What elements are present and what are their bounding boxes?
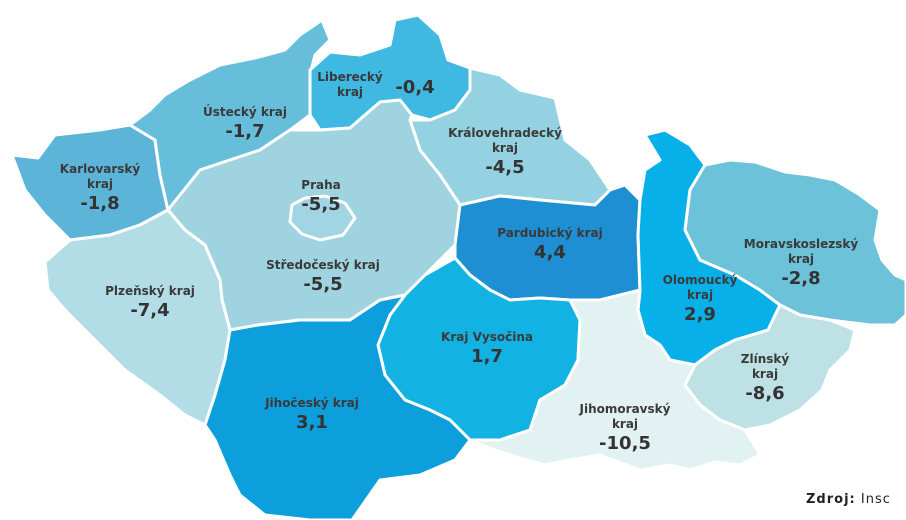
region-name: Ústecký kraj <box>203 105 287 119</box>
region-name: Jihomoravský kraj <box>579 402 671 431</box>
label-kralovehradecky: Královehradecký kraj -4,5 <box>448 126 562 180</box>
region-moravskoslezsky <box>683 158 906 327</box>
region-name: Liberecký kraj <box>317 70 383 99</box>
region-name: Moravskoslezský kraj <box>743 237 859 266</box>
label-pardubicky: Pardubický kraj 4,4 <box>497 226 603 265</box>
region-name: Olomoucký kraj <box>662 273 738 302</box>
label-stredocesky: Středočeský kraj -5,5 <box>266 258 380 297</box>
region-value: 2,9 <box>684 304 716 325</box>
label-praha: Praha -5,5 <box>301 178 340 217</box>
region-name: Jihočeský kraj <box>265 396 359 410</box>
source-text: Insc <box>860 492 891 507</box>
region-value: -4,5 <box>485 157 525 178</box>
label-jihocesky: Jihočeský kraj 3,1 <box>265 396 359 435</box>
region-value: -7,4 <box>130 300 170 321</box>
region-value: 4,4 <box>534 242 566 263</box>
region-value: 1,7 <box>471 346 503 367</box>
label-vysocina: Kraj Vysočina 1,7 <box>441 330 533 369</box>
label-zlinsky: Zlínský kraj -8,6 <box>741 352 789 406</box>
region-value: -8,6 <box>745 383 785 404</box>
region-jihomoravsky <box>468 288 762 472</box>
region-praha <box>288 194 357 242</box>
region-jihocesky <box>203 293 472 520</box>
region-value: -2,8 <box>781 268 821 289</box>
region-name: Plzeňský kraj <box>105 284 195 298</box>
region-value: -0,4 <box>395 77 435 98</box>
label-liberecky-value: -0,4 <box>395 76 434 100</box>
label-olomoucky: Olomoucký kraj 2,9 <box>663 273 738 327</box>
region-value: -1,8 <box>80 193 120 214</box>
region-name: Zlínský kraj <box>740 352 790 381</box>
source-note: Zdroj: Insc <box>806 492 891 507</box>
source-label: Zdroj: <box>806 492 856 507</box>
label-ustecky: Ústecký kraj -1,7 <box>203 105 287 144</box>
label-jihomoravsky: Jihomoravský kraj -10,5 <box>580 402 671 456</box>
region-value: -5,5 <box>301 194 341 215</box>
label-plzensky: Plzeňský kraj -7,4 <box>105 284 195 323</box>
region-name: Karlovarský kraj <box>59 162 141 191</box>
region-value: -1,7 <box>225 121 265 142</box>
region-value: 3,1 <box>296 412 328 433</box>
label-karlovarsky: Karlovarský kraj -1,8 <box>60 162 140 216</box>
region-name: Královehradecký kraj <box>448 126 562 155</box>
region-name: Kraj Vysočina <box>441 330 533 344</box>
region-value: -10,5 <box>599 433 651 454</box>
region-name: Středočeský kraj <box>266 258 380 272</box>
region-value: -5,5 <box>303 274 343 295</box>
label-moravskoslezsky: Moravskoslezský kraj -2,8 <box>744 237 858 291</box>
region-name: Praha <box>301 178 341 192</box>
label-liberecky: Liberecký kraj <box>317 70 382 100</box>
region-name: Pardubický kraj <box>497 226 603 240</box>
